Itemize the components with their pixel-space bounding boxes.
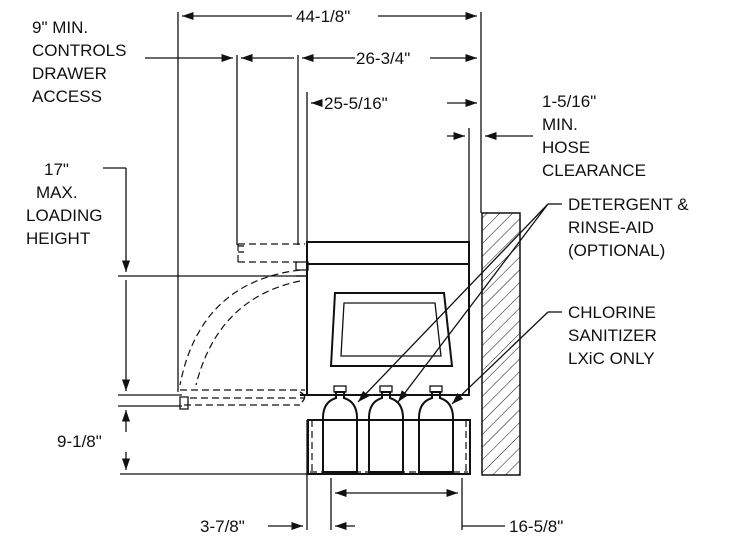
horizontal-extension-lines	[118, 275, 310, 475]
detergent-note-line: RINSE-AID	[568, 218, 654, 237]
controls-note-line: 9" MIN.	[32, 18, 88, 37]
door-swing-arc	[179, 269, 301, 386]
wall	[481, 212, 521, 476]
dimension-loading-height	[103, 167, 131, 391]
dimension-bottles-width: 16-5/8"	[335, 488, 563, 536]
loading-note-line: 17"	[44, 160, 69, 179]
chemical-bottle	[368, 385, 404, 473]
loading-height-note: 17" MAX. LOADING HEIGHT	[26, 160, 103, 248]
overall-width-label: 44-1/8"	[296, 7, 350, 26]
controls-note-line: DRAWER	[32, 64, 107, 83]
chlorine-note-line: SANITIZER	[568, 326, 657, 345]
chlorine-leader	[451, 311, 562, 405]
loading-note-line: HEIGHT	[26, 229, 90, 248]
controls-note-line: CONTROLS	[32, 41, 126, 60]
extension-lines	[177, 12, 482, 530]
hose-note-line: MIN.	[542, 115, 578, 134]
bottles-width-label: 16-5/8"	[509, 517, 563, 536]
detergent-note-line: (OPTIONAL)	[568, 241, 665, 260]
dishwasher-unit	[295, 241, 470, 396]
dimension-left-offset: 3-7/8"	[200, 517, 355, 536]
hose-note-line: CLEARANCE	[542, 161, 646, 180]
body-width-label: 25-5/16"	[324, 94, 388, 113]
door-open-flat	[179, 389, 306, 410]
controls-note-line: ACCESS	[32, 87, 102, 106]
chemical-bottle	[322, 385, 358, 473]
detergent-note: DETERGENT & RINSE-AID (OPTIONAL)	[568, 195, 689, 260]
hose-note-line: 1-5/16"	[542, 92, 596, 111]
loading-note-line: MAX.	[36, 183, 78, 202]
left-offset-label: 3-7/8"	[200, 517, 245, 536]
dimension-controls-drawer: 26-3/4"	[145, 49, 477, 68]
chlorine-note-line: CHLORINE	[568, 303, 656, 322]
chlorine-note-line: LXiC ONLY	[568, 349, 655, 368]
hose-note-line: HOSE	[542, 138, 590, 157]
controls-drawer-note: 9" MIN. CONTROLS DRAWER ACCESS	[32, 18, 126, 106]
controls-drawer-open	[237, 243, 305, 263]
base-cabinet	[307, 419, 471, 475]
controls-width-label: 26-3/4"	[356, 49, 410, 68]
detergent-note-line: DETERGENT &	[568, 195, 689, 214]
loading-note-line: LOADING	[26, 206, 103, 225]
detergent-leaders	[357, 203, 562, 403]
base-height-label: 9-1/8"	[57, 432, 102, 451]
dimension-base-height: 9-1/8"	[57, 410, 131, 470]
hose-clearance-note: 1-5/16" MIN. HOSE CLEARANCE	[542, 92, 646, 180]
chemical-bottle	[418, 385, 454, 473]
chlorine-note: CHLORINE SANITIZER LXiC ONLY	[568, 303, 657, 368]
dimension-body-width: 25-5/16"	[311, 94, 477, 113]
dimension-overall-width: 44-1/8"	[182, 7, 477, 26]
